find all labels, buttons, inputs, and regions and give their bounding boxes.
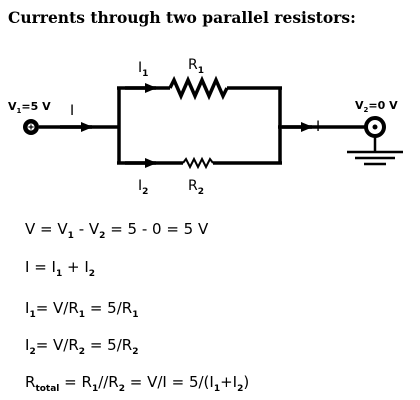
- equation-current-1: I1= V/R1 = 5/R1: [25, 299, 139, 320]
- ground-symbol: [347, 136, 403, 166]
- top-resistor-label: R1: [188, 57, 204, 76]
- equation-voltage: V = V1 - V2 = 5 - 0 = 5 V: [25, 220, 209, 241]
- ground-voltage-label: V2=0 V: [355, 99, 398, 114]
- ground-terminal: [364, 116, 386, 138]
- circuit-diagram: V1=5 V I I1 R1 I2 R2 I V2=0 V: [8, 57, 403, 197]
- bottom-resistor-label: R2: [188, 178, 204, 197]
- top-current-label: I1: [138, 60, 148, 79]
- equation-current-sum: I = I1 + I2: [25, 258, 96, 279]
- bottom-current-label: I2: [138, 178, 148, 197]
- equation-total-resistance: Rtotal = R1//R2 = V/I = 5/(I1+I2): [25, 373, 250, 394]
- equation-current-2: I2= V/R2 = 5/R2: [25, 336, 139, 357]
- input-current-label: I: [70, 103, 74, 119]
- top-resistor: [168, 75, 229, 101]
- diagram-title: Currents through two parallel resistors:: [8, 8, 356, 27]
- source-terminal: [23, 119, 39, 135]
- source-voltage-label: V1=5 V: [8, 100, 51, 115]
- output-current-label: I: [316, 119, 320, 135]
- bottom-resistor: [182, 156, 214, 170]
